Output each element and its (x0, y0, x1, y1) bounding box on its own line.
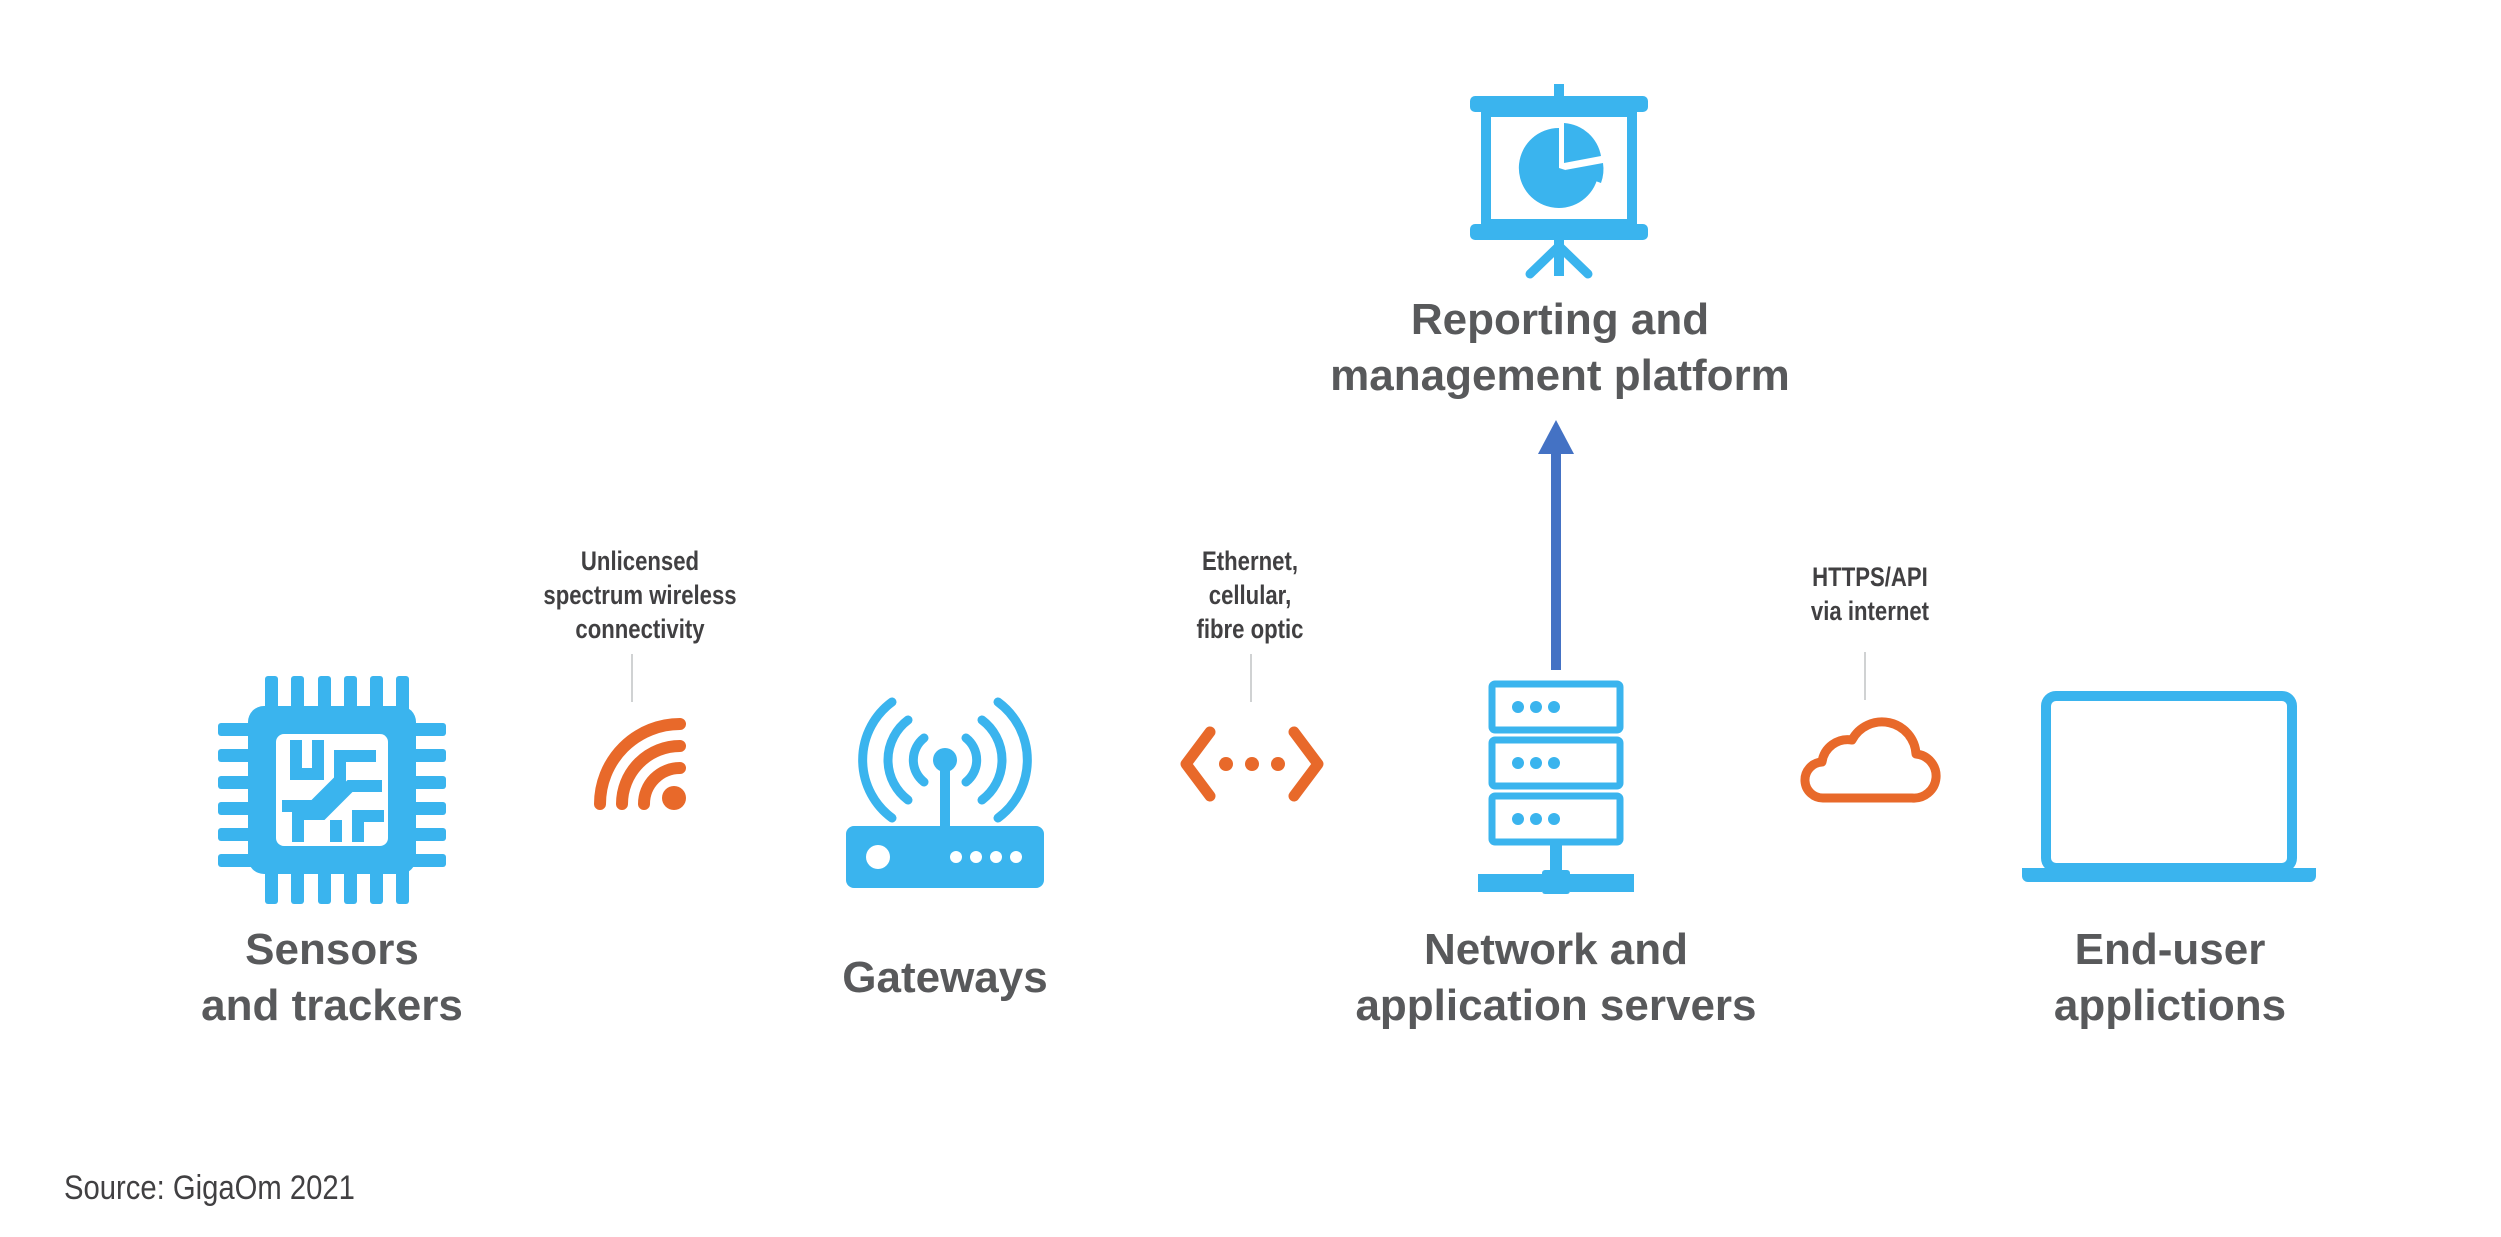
cloud-icon (1800, 717, 1941, 803)
reporting-label: Reporting and management platform (1330, 295, 1790, 400)
wired-connector-label: Ethernet, cellular, fibre optic (1196, 546, 1304, 644)
servers-label: Network and application servers (1355, 925, 1757, 1030)
presentation-board-pie-chart-icon (1470, 84, 1648, 279)
wired-label-tick (1250, 654, 1252, 702)
internet-label-tick (1864, 652, 1866, 700)
code-arrows-icon (1180, 726, 1324, 802)
server-rack-icon (1478, 680, 1634, 894)
source-caption: Source: GigaOm 2021 (64, 1169, 355, 1207)
arrow-up-icon (1538, 420, 1574, 670)
wireless-connector-label: Unlicensed spectrum wireless connectivit… (543, 546, 737, 644)
chip-icon (218, 676, 446, 904)
internet-connector-label: HTTPS/API via internet (1810, 562, 1930, 626)
router-antenna-icon (846, 697, 1044, 888)
wifi-signal-icon (594, 718, 686, 810)
laptop-icon (2022, 691, 2316, 882)
gateways-label: Gateways (842, 953, 1048, 1002)
enduser-label: End-user applictions (2053, 925, 2287, 1030)
wireless-label-tick (631, 654, 633, 702)
sensors-label: Sensors and trackers (201, 925, 463, 1030)
